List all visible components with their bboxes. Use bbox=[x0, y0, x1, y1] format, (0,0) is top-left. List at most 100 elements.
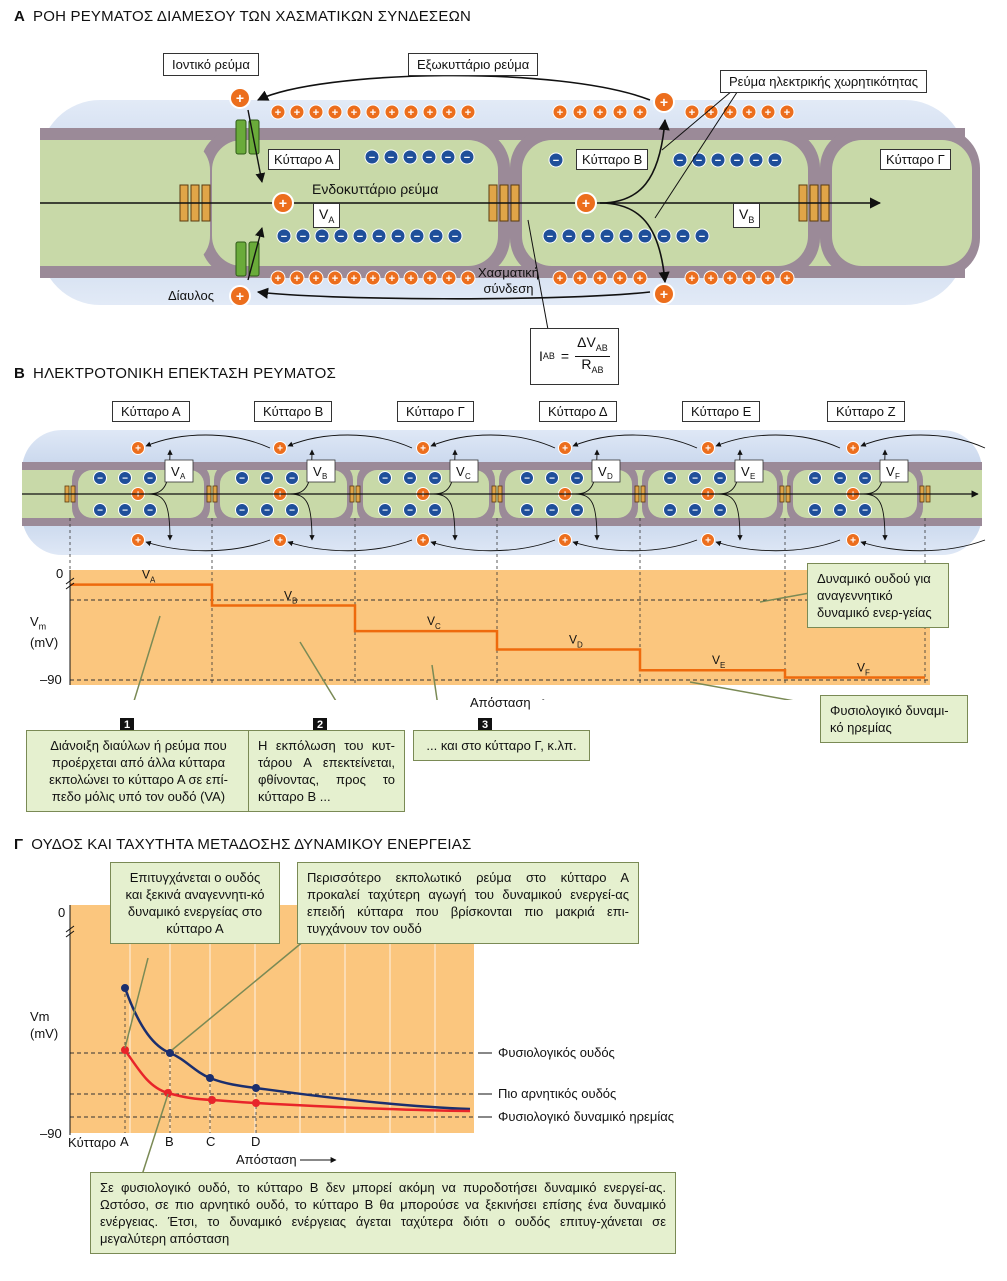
c-x-tick-a: A bbox=[120, 1134, 129, 1149]
svg-text:+: + bbox=[313, 273, 319, 285]
svg-text:+: + bbox=[660, 286, 668, 302]
positive-ions-outside-top: ++++++++++++++++++++++ bbox=[270, 104, 795, 120]
positive-ion: + bbox=[846, 533, 860, 547]
svg-text:+: + bbox=[236, 288, 244, 304]
c-x-tick-b: B bbox=[165, 1134, 174, 1149]
svg-text:−: − bbox=[147, 506, 153, 517]
svg-text:+: + bbox=[351, 273, 357, 285]
positive-ion: + bbox=[552, 104, 568, 120]
svg-text:−: − bbox=[426, 152, 432, 164]
svg-text:−: − bbox=[677, 155, 683, 167]
positive-ion: + bbox=[403, 104, 419, 120]
positive-ions-outside-bottom: ++++++++++++++++++++++ bbox=[270, 270, 795, 286]
positive-ion: + bbox=[384, 104, 400, 120]
svg-text:+: + bbox=[389, 273, 395, 285]
svg-text:V: V bbox=[569, 632, 577, 646]
negative-ion: − bbox=[235, 503, 249, 517]
svg-text:−: − bbox=[281, 231, 287, 243]
positive-ion: + bbox=[572, 270, 588, 286]
svg-text:−: − bbox=[553, 155, 559, 167]
negative-ion: − bbox=[428, 471, 442, 485]
positive-ion: + bbox=[552, 270, 568, 286]
svg-text:+: + bbox=[135, 536, 141, 547]
negative-ion: − bbox=[688, 471, 702, 485]
svg-text:E: E bbox=[750, 472, 755, 481]
svg-text:+: + bbox=[562, 444, 568, 455]
svg-text:V: V bbox=[313, 464, 322, 479]
svg-text:+: + bbox=[332, 273, 338, 285]
note3-number: 3 bbox=[478, 718, 492, 732]
negative-ion: − bbox=[808, 471, 822, 485]
negative-ion: − bbox=[688, 503, 702, 517]
svg-text:+: + bbox=[557, 273, 563, 285]
positive-ion: + bbox=[558, 441, 572, 455]
negative-ion: − bbox=[833, 471, 847, 485]
svg-text:−: − bbox=[239, 506, 245, 517]
negative-ion: − bbox=[580, 228, 596, 244]
positive-ion: + bbox=[722, 104, 738, 120]
svg-text:A: A bbox=[150, 576, 156, 585]
svg-text:+: + bbox=[446, 273, 452, 285]
negative-ion: − bbox=[93, 471, 107, 485]
svg-text:−: − bbox=[433, 231, 439, 243]
vb-label: VB bbox=[733, 203, 761, 228]
svg-text:A: A bbox=[180, 472, 186, 481]
negative-ion: − bbox=[663, 503, 677, 517]
svg-text:−: − bbox=[692, 474, 698, 485]
negative-ion: − bbox=[520, 503, 534, 517]
svg-text:−: − bbox=[432, 474, 438, 485]
svg-text:+: + bbox=[708, 107, 714, 119]
svg-text:+: + bbox=[277, 444, 283, 455]
negative-ion: − bbox=[520, 471, 534, 485]
curve-points bbox=[121, 984, 260, 1107]
svg-text:−: − bbox=[264, 474, 270, 485]
positive-ion: + bbox=[684, 270, 700, 286]
svg-text:−: − bbox=[547, 231, 553, 243]
svg-text:−: − bbox=[837, 506, 843, 517]
b-cell-label-4: Κύτταρο Ε bbox=[682, 401, 761, 422]
svg-text:+: + bbox=[597, 107, 603, 119]
negative-ion: − bbox=[93, 503, 107, 517]
svg-text:−: − bbox=[239, 474, 245, 485]
positive-ion: + bbox=[131, 533, 145, 547]
negative-ion: − bbox=[352, 228, 368, 244]
ionic-current-label: Ιοντικό ρεύμα bbox=[163, 53, 259, 76]
svg-text:−: − bbox=[524, 506, 530, 517]
svg-text:−: − bbox=[97, 506, 103, 517]
svg-text:+: + bbox=[557, 107, 563, 119]
positive-ion: + bbox=[422, 104, 438, 120]
svg-text:V: V bbox=[171, 464, 180, 479]
negative-ion: − bbox=[285, 471, 299, 485]
svg-text:−: − bbox=[97, 474, 103, 485]
svg-text:D: D bbox=[577, 640, 583, 649]
negative-ion: − bbox=[428, 503, 442, 517]
positive-ion: + bbox=[346, 270, 362, 286]
svg-text:−: − bbox=[445, 152, 451, 164]
positive-ion: + bbox=[460, 270, 476, 286]
svg-text:+: + bbox=[689, 273, 695, 285]
svg-text:−: − bbox=[574, 506, 580, 517]
negative-ion: − bbox=[656, 228, 672, 244]
svg-text:+: + bbox=[294, 107, 300, 119]
positive-ion: + bbox=[131, 441, 145, 455]
svg-text:+: + bbox=[313, 107, 319, 119]
svg-text:+: + bbox=[727, 107, 733, 119]
positive-ion: + bbox=[365, 270, 381, 286]
note-top-right: Περισσότερο εκπολωτικό ρεύμα στο κύτταρο… bbox=[297, 862, 639, 944]
positive-ion: + bbox=[612, 270, 628, 286]
svg-text:+: + bbox=[408, 273, 414, 285]
svg-text:+: + bbox=[446, 107, 452, 119]
negative-ion: − bbox=[713, 503, 727, 517]
svg-text:+: + bbox=[617, 107, 623, 119]
svg-text:D: D bbox=[607, 472, 613, 481]
svg-text:−: − bbox=[680, 231, 686, 243]
negative-ion: − bbox=[378, 471, 392, 485]
positive-ion: + bbox=[270, 270, 286, 286]
note2-number: 2 bbox=[313, 718, 327, 732]
negative-ion: − bbox=[710, 152, 726, 168]
svg-text:−: − bbox=[734, 155, 740, 167]
